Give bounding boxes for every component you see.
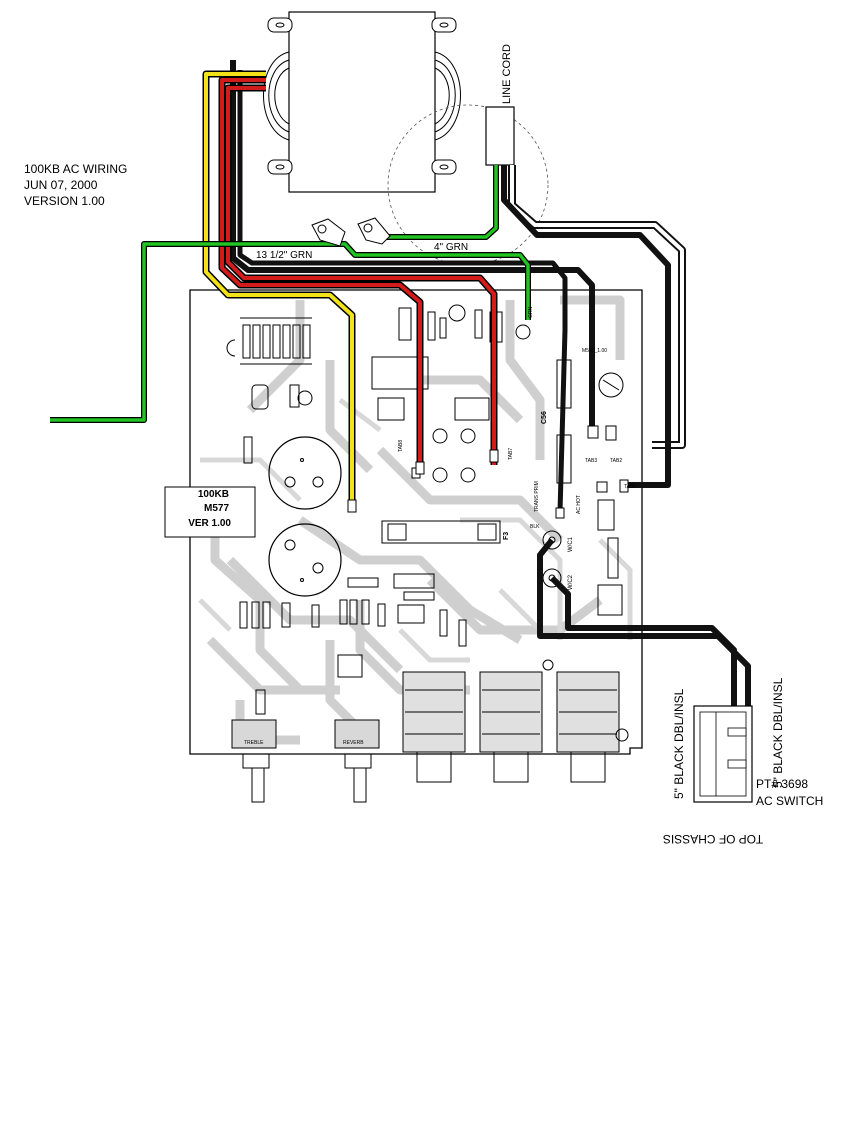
mark-ac-hot: AC HOT (576, 495, 582, 514)
wires-red (218, 76, 498, 465)
diagram-date: JUN 07, 2000 (24, 178, 98, 192)
mark-tab3: TAB3 (585, 458, 597, 464)
mark-tab2: TAB2 (610, 458, 622, 464)
filter-capacitors (268, 436, 342, 597)
diagram-version: VERSION 1.00 (24, 194, 105, 208)
mark-reverb: REVERB (343, 740, 364, 746)
mark-blk: BLK (530, 524, 540, 530)
mark-trans-prim: TRANS PRIM (534, 481, 540, 512)
mark-m577: M577_1.00 (582, 348, 607, 354)
board-label-line1: 100KB (198, 489, 229, 500)
board-label-line3: VER 1.00 (188, 518, 231, 529)
power-transformer (263, 11, 461, 193)
mark-f3: F3 (503, 532, 510, 540)
pcb-traces-thin (198, 398, 633, 663)
wire-yellow (202, 70, 356, 505)
top-of-chassis-label: TOP OF CHASSIS (663, 832, 763, 846)
wires-black (230, 60, 751, 735)
pcb-components (226, 304, 629, 803)
diagram-title: 100KB AC WIRING (24, 162, 127, 176)
mark-wc1: W/C1 (568, 536, 574, 552)
board-label-line2: M577 (204, 503, 229, 514)
mark-c56: C56 (541, 411, 548, 424)
ac-switch (693, 705, 753, 803)
green-wire-long-label: 13 1/2" GRN (256, 250, 312, 261)
board-label-box: 100KB M577 VER 1.00 (164, 486, 256, 538)
line-cord-strain-relief (485, 106, 515, 166)
black-wire-label-right: 5" BLACK DBL/INSL (771, 677, 785, 788)
spade-tabs (347, 425, 629, 519)
resistor-bank (240, 317, 312, 365)
black-wire-label-left: 5" BLACK DBL/INSL (672, 688, 686, 799)
mark-tab8: TAB8 (398, 440, 404, 452)
line-cord-area (387, 104, 549, 266)
pcb-marks: TAB8 TAB7 TAB3 TAB2 TAB1 GRN C56 F3 AC H… (244, 307, 636, 747)
mark-grn: GRN (528, 307, 534, 319)
wires-green (50, 165, 531, 423)
line-cord-label: LINE CORD (501, 44, 513, 104)
mark-tab7: TAB7 (508, 448, 514, 460)
input-jacks (402, 671, 620, 783)
switch-part-number: PT# 3698 (756, 777, 808, 791)
mark-tab1: TAB1 (624, 484, 636, 490)
pcb-traces (206, 295, 625, 745)
pcb-board (189, 289, 643, 755)
green-wire-short-label: 4" GRN (434, 242, 468, 253)
switch-name: AC SWITCH (756, 794, 823, 808)
ground-ring-terminals (311, 217, 391, 247)
mark-wc2: W/C2 (568, 574, 574, 590)
mark-treble: TREBLE (244, 740, 264, 746)
